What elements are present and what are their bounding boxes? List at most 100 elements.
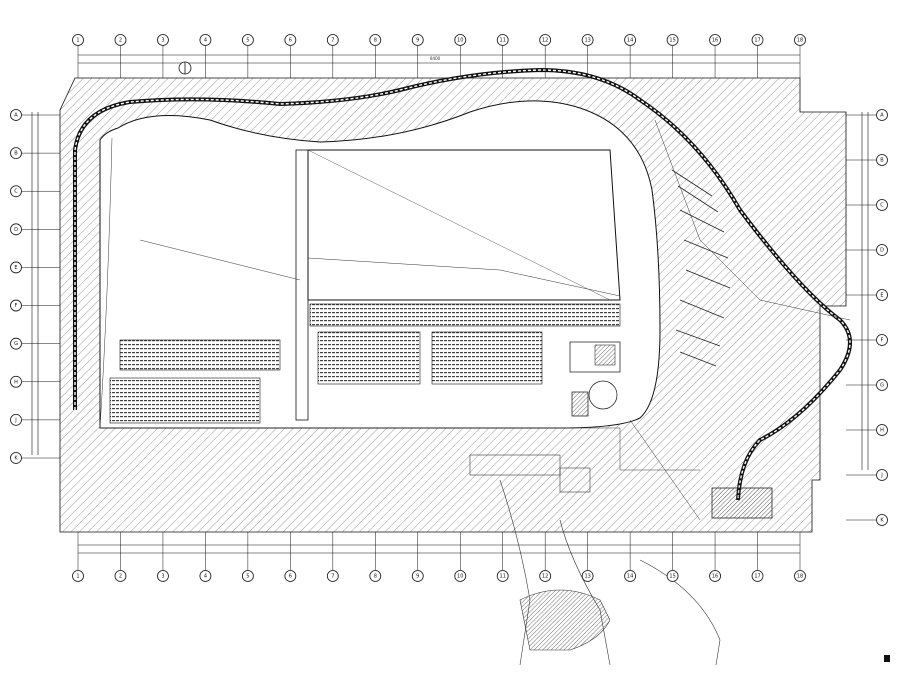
bottom-axis-3: 3 bbox=[157, 570, 169, 582]
top-axis-14: 14 bbox=[624, 34, 637, 46]
top-axis-6-label: 6 bbox=[289, 38, 292, 44]
right-axis-F-label: F bbox=[881, 338, 884, 344]
top-axis-5-label: 5 bbox=[246, 38, 249, 44]
bottom-axis-11: 11 bbox=[496, 570, 509, 582]
top-axis-3-label: 3 bbox=[161, 38, 164, 44]
top-dimension-line bbox=[31, 54, 869, 554]
top-axis-10: 10 bbox=[454, 34, 467, 46]
top-axis-18-label: 18 bbox=[797, 38, 803, 44]
top-axis-15: 15 bbox=[666, 34, 679, 46]
seating-blocks bbox=[109, 303, 621, 424]
right-axis-D: D bbox=[876, 244, 888, 256]
left-axis-C: C bbox=[10, 185, 22, 198]
left-axis-E: E bbox=[10, 261, 22, 274]
perimeter-road bbox=[73, 67, 852, 501]
right-axis-H-label: H bbox=[880, 428, 884, 434]
bottom-axis-13: 13 bbox=[581, 570, 594, 582]
bottom-axis-2: 2 bbox=[114, 570, 127, 582]
top-axis-1: 1 bbox=[72, 34, 84, 46]
bottom-axis-12-label: 12 bbox=[542, 574, 548, 580]
left-axis-bubbles: A B C D E F G H J K bbox=[10, 109, 60, 464]
top-axis-5: 5 bbox=[241, 34, 254, 46]
service-rooms bbox=[569, 341, 621, 417]
right-axis-B: B bbox=[876, 154, 888, 166]
left-axis-F: F bbox=[10, 299, 22, 312]
top-axis-7-label: 7 bbox=[331, 38, 334, 44]
top-axis-2-label: 2 bbox=[119, 38, 122, 44]
bottom-axis-18-label: 18 bbox=[797, 574, 803, 580]
bottom-axis-7-label: 7 bbox=[331, 574, 334, 580]
bottom-axis-1: 1 bbox=[72, 570, 84, 582]
right-axis-K-label: K bbox=[880, 518, 884, 524]
right-axis-A: A bbox=[876, 109, 888, 121]
bottom-axis-12: 12 bbox=[539, 570, 552, 582]
top-axis-12: 12 bbox=[539, 34, 552, 46]
top-axis-13: 13 bbox=[581, 34, 594, 46]
bottom-axis-16: 16 bbox=[709, 570, 721, 582]
bottom-axis-10-label: 10 bbox=[457, 574, 463, 580]
right-axis-G: G bbox=[876, 379, 888, 391]
bottom-axis-9: 9 bbox=[411, 570, 424, 582]
bottom-axis-6-label: 6 bbox=[289, 574, 292, 580]
bottom-axis-18: 18 bbox=[794, 570, 806, 582]
bottom-axis-8: 8 bbox=[369, 570, 382, 582]
right-axis-D-label: D bbox=[880, 248, 884, 254]
left-axis-A-label: A bbox=[14, 113, 18, 119]
bottom-axis-7: 7 bbox=[326, 570, 339, 582]
right-axis-bubbles: A B C D E F G H J K bbox=[846, 109, 888, 526]
bottom-axis-1-label: 1 bbox=[76, 574, 79, 580]
left-axis-F-label: F bbox=[15, 303, 18, 309]
left-axis-D-label: D bbox=[14, 227, 18, 233]
right-axis-A-label: A bbox=[880, 113, 884, 119]
north-marker-icon bbox=[178, 61, 192, 75]
left-axis-G: G bbox=[10, 337, 22, 350]
left-axis-K-label: K bbox=[14, 456, 18, 462]
right-axis-J: J bbox=[876, 469, 888, 481]
top-axis-16: 16 bbox=[709, 34, 721, 46]
top-axis-6: 6 bbox=[284, 34, 297, 46]
left-axis-E-label: E bbox=[14, 265, 17, 271]
top-axis-7: 7 bbox=[326, 34, 339, 46]
left-axis-H-label: H bbox=[14, 379, 18, 385]
left-axis-H: H bbox=[10, 375, 22, 388]
left-axis-D: D bbox=[10, 223, 22, 236]
bottom-axis-13-label: 13 bbox=[584, 574, 590, 580]
bottom-axis-4: 4 bbox=[199, 570, 212, 582]
top-axis-8: 8 bbox=[369, 34, 382, 46]
top-axis-18: 18 bbox=[794, 34, 806, 46]
left-axis-A: A bbox=[10, 109, 22, 121]
bottom-axis-4-label: 4 bbox=[204, 574, 207, 580]
top-axis-13-label: 13 bbox=[584, 38, 590, 44]
top-axis-10-label: 10 bbox=[457, 38, 463, 44]
top-axis-8-label: 8 bbox=[374, 38, 377, 44]
left-axis-J: J bbox=[10, 413, 22, 426]
bottom-axis-9-label: 9 bbox=[416, 574, 419, 580]
left-axis-K: K bbox=[10, 452, 22, 464]
left-axis-G-label: G bbox=[14, 341, 18, 347]
bottom-axis-6: 6 bbox=[284, 570, 297, 582]
bottom-axis-5-label: 5 bbox=[246, 574, 249, 580]
approach-road bbox=[469, 454, 721, 666]
bottom-axis-14: 14 bbox=[624, 570, 637, 582]
right-axis-F: F bbox=[876, 334, 888, 346]
top-axis-17-label: 17 bbox=[754, 38, 760, 44]
top-axis-12-label: 12 bbox=[542, 38, 548, 44]
top-axis-15-label: 15 bbox=[669, 38, 675, 44]
top-axis-17: 17 bbox=[751, 34, 764, 46]
bottom-axis-11-label: 11 bbox=[500, 574, 506, 580]
left-axis-C-label: C bbox=[14, 189, 18, 195]
parking-rows bbox=[671, 169, 773, 519]
scale-bar-icon bbox=[884, 655, 890, 662]
left-axis-B: B bbox=[10, 147, 22, 160]
right-axis-C: C bbox=[876, 199, 888, 211]
bottom-axis-5: 5 bbox=[241, 570, 254, 582]
right-axis-K: K bbox=[876, 514, 888, 526]
right-axis-E-label: E bbox=[880, 293, 883, 299]
top-axis-4: 4 bbox=[199, 34, 212, 46]
main-hall bbox=[295, 149, 621, 421]
top-axis-1-label: 1 bbox=[76, 38, 79, 44]
bottom-axis-15: 15 bbox=[666, 570, 679, 582]
